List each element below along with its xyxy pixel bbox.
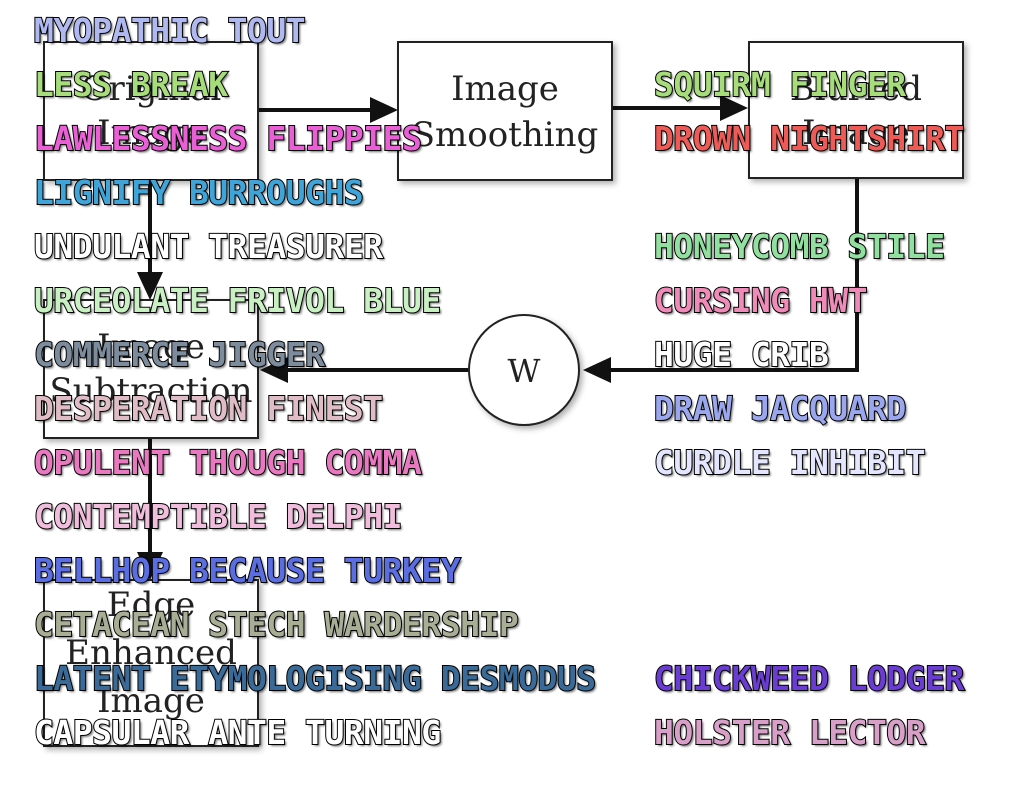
- overlay-left-6: COMMERCE JIGGER: [33, 334, 326, 375]
- box-smoothing-line-1: Image: [451, 69, 559, 109]
- box-edge-enhanced-image: Edge Enhanced Image: [43, 579, 259, 747]
- overlay-left-4: UNDULANT TREASURER: [33, 226, 384, 267]
- overlay-left-5: URCEOLATE FRIVOL BLUE: [33, 280, 442, 321]
- box-original-line-1: Original: [81, 69, 222, 109]
- box-subtraction-line-2: Subtraction: [49, 371, 252, 411]
- arrowhead-weight-to-subtraction: [260, 357, 288, 383]
- box-edge-line-1: Edge: [107, 585, 195, 625]
- box-original-image: Original Image: [43, 41, 259, 181]
- box-edge-line-3: Image: [97, 681, 205, 721]
- overlay-right-top-1: DROWN NIGHTSHIRT: [653, 118, 965, 159]
- overlay-left-8: OPULENT THOUGH COMMA: [33, 442, 423, 483]
- connectors: [137, 95, 859, 580]
- arrow-blurred-to-weight: [598, 178, 859, 372]
- weight-node-label: W: [508, 352, 541, 390]
- box-blurred-line-1: Blurred: [790, 69, 922, 109]
- arrowhead-original-to-smoothing: [370, 97, 398, 123]
- box-edge-line-2: Enhanced: [65, 633, 237, 673]
- overlay-left-7: DESPERATION FINEST: [33, 388, 384, 429]
- weight-node: W: [468, 314, 580, 426]
- overlay-left-12: LATENT ETYMOLOGISING DESMODUS: [33, 658, 597, 699]
- overlay-left-9: CONTEMPTIBLE DELPHI: [33, 496, 404, 537]
- box-image-smoothing: Image Smoothing: [397, 41, 613, 181]
- box-image-subtraction: Image Subtraction: [43, 299, 259, 439]
- overlay-left-13: CAPSULAR ANTE TURNING: [33, 712, 442, 753]
- box-blurred-line-2: Image: [802, 113, 910, 153]
- overlay-right-mid-1: CURSING HWT: [653, 280, 869, 321]
- overlay-left-0: MYOPATHIC TOUT: [33, 10, 307, 51]
- overlay-right-mid-2: HUGE CRIB: [653, 334, 830, 375]
- overlay-right-mid-4: CURDLE INHIBIT: [653, 442, 927, 483]
- box-blurred-image: Blurred Image: [748, 41, 964, 179]
- overlay-left-3: LIGNIFY BURROUGHS: [33, 172, 365, 213]
- arrowhead-smoothing-to-blurred: [720, 95, 748, 121]
- overlay-left-2: LAWLESSNESS FLIPPIES: [33, 118, 423, 159]
- overlay-right-bottom-1: HOLSTER LECTOR: [653, 712, 927, 753]
- overlay-left-11: CETACEAN STECH WARDERSHIP: [33, 604, 520, 645]
- arrowhead-original-to-subtraction: [137, 272, 163, 300]
- box-smoothing-line-2: Smoothing: [412, 115, 599, 155]
- box-subtraction-line-1: Image: [97, 327, 205, 367]
- overlay-left-1: LESS BREAK: [33, 64, 229, 105]
- overlay-right-mid-0: HONEYCOMB STILE: [653, 226, 946, 267]
- overlay-right-mid-3: DRAW JACQUARD: [653, 388, 907, 429]
- overlay-right-bottom-0: CHICKWEED LODGER: [653, 658, 965, 699]
- overlay-left-10: BELLHOP BECAUSE TURKEY: [33, 550, 462, 591]
- arrowhead-subtraction-to-edge: [137, 552, 163, 580]
- overlay-right-top-0: SQUIRM FINGER: [653, 64, 907, 105]
- arrowhead-blurred-to-weight: [583, 357, 611, 383]
- box-original-line-2: Image: [97, 113, 205, 153]
